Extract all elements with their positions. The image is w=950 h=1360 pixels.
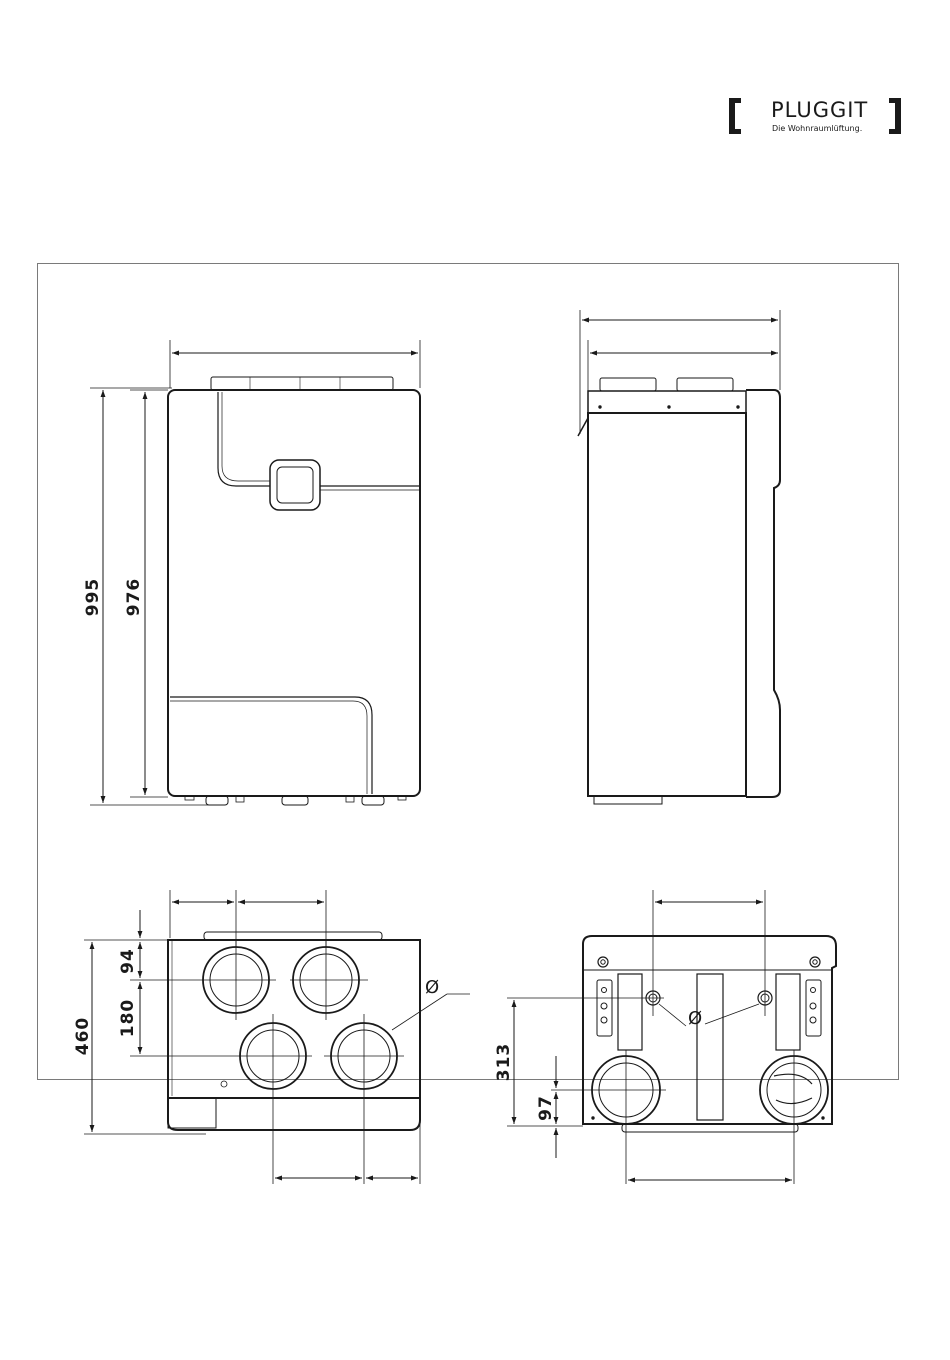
diameter-symbol-front: Ø [425, 977, 439, 998]
dim-spigot-offset-top: 94 [118, 948, 138, 974]
dim-total-height: 995 [83, 578, 103, 617]
rear-view [507, 890, 836, 1184]
diameter-symbol-rear: Ø [688, 1008, 702, 1029]
front-view [90, 340, 420, 805]
top-view [84, 890, 470, 1184]
side-view [578, 310, 780, 804]
dim-depth: 460 [73, 1017, 93, 1056]
dim-spigot-spacing: 180 [118, 999, 138, 1038]
dim-spigot-height: 313 [494, 1043, 514, 1082]
dim-body-height: 976 [124, 578, 144, 617]
dim-spigot-offset-bottom: 97 [536, 1095, 556, 1121]
